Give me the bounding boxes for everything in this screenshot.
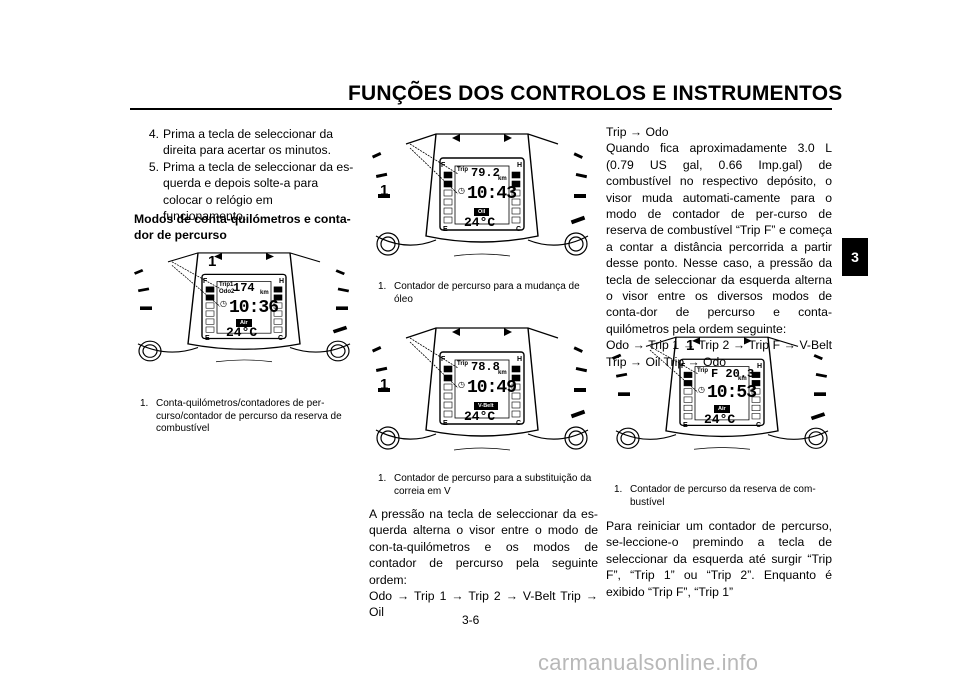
page-header-title: FUNÇÕES DOS CONTROLOS E INSTRUMENTOS <box>348 82 843 105</box>
lcd-mode-badge: Air <box>714 405 730 414</box>
fuel-empty-label: E <box>205 334 210 342</box>
temp-hot-label: H <box>517 162 523 169</box>
list-item: 5. Prima a tecla de seleccionar da es-que… <box>134 159 356 225</box>
caption-number: 1. <box>614 484 623 495</box>
caption-number: 1. <box>378 473 387 484</box>
trip-label: Trip <box>457 167 469 173</box>
lcd-clock-readout: 10:36 <box>229 297 279 318</box>
instrument-panel-drawing <box>611 336 829 450</box>
fuel-full-label: F <box>441 356 446 363</box>
dashboard-figure-oil-trip: 1 F H E C Trip 79.2 km ◷ 10:43 Oil 24°C <box>366 124 598 272</box>
fuel-full-label: F <box>681 362 686 370</box>
lcd-distance-readout: 78.8 <box>471 360 500 374</box>
paragraph: Trip → Odo <box>606 125 669 139</box>
figure-caption: 1. Conta-quilómetros/contadores de per-cu… <box>140 398 362 436</box>
caption-text: Contador de percurso da reserva de com-b… <box>630 484 816 508</box>
temp-hot-label: H <box>757 362 763 370</box>
temp-cold-label: C <box>516 420 522 427</box>
lcd-mode-badge: Air <box>236 318 252 327</box>
paragraph: Odo → Trip 1 → Trip 2 → V-Belt Trip → Oi… <box>369 589 598 620</box>
lcd-unit: km <box>498 176 507 182</box>
temp-hot-label: H <box>517 356 523 363</box>
temp-hot-label: H <box>279 277 285 285</box>
section-tab: 3 <box>842 238 868 276</box>
callout-number: 1 <box>208 252 217 270</box>
watermark: carmanualsonline.info <box>538 650 759 675</box>
figure-caption: 1. Contador de percurso para a mudança de… <box>378 281 600 306</box>
caption-number: 1. <box>140 398 149 409</box>
lcd-mode-badge: Oil <box>474 208 490 216</box>
step-number: 4. <box>148 127 159 141</box>
lcd-temperature-readout: 24°C <box>704 411 736 427</box>
callout-number: 1 <box>380 182 389 199</box>
fuel-empty-label: E <box>443 226 448 233</box>
clock-icon: ◷ <box>458 380 465 389</box>
lcd-mode-badge: V-Belt <box>474 402 498 410</box>
lcd-distance-readout: 79.2 <box>471 166 500 180</box>
paragraph: A pressão na tecla de seleccionar da es-… <box>369 507 598 587</box>
caption-text: Conta-quilómetros/contadores de per-curs… <box>156 398 342 434</box>
clock-icon: ◷ <box>220 299 227 309</box>
clock-icon: ◷ <box>698 384 705 394</box>
instrument-panel-drawing <box>371 327 589 451</box>
fuel-full-label: F <box>441 162 446 169</box>
dashboard-figure-odometer: 1 F H E C Trip1 Odo2 174 km ◷ 10:36 Air … <box>128 244 360 376</box>
lcd-clock-readout: 10:43 <box>467 184 517 204</box>
odo-label: Odo2 <box>219 288 235 295</box>
clock-icon: ◷ <box>458 186 465 195</box>
lcd-clock-readout: 10:49 <box>467 378 517 398</box>
lcd-temperature-readout: 24°C <box>226 325 258 341</box>
instrument-panel-drawing <box>133 252 351 363</box>
steps-list: 4. Prima a tecla de seleccionar da direit… <box>134 126 356 224</box>
trip-label: Trip <box>457 361 469 367</box>
callout-number: 1 <box>380 376 389 393</box>
figure-caption: 1. Contador de percurso para a substituiç… <box>378 473 600 498</box>
left-arrow-icon <box>452 328 460 336</box>
figure-caption: 1. Contador de percurso da reserva de com… <box>614 484 836 509</box>
fuel-full-label: F <box>203 277 208 285</box>
trip-label: Trip <box>697 367 709 374</box>
section-subheading: Modos de conta-quilómetros e conta-dor d… <box>134 212 351 242</box>
temp-cold-label: C <box>756 421 762 429</box>
middle-body-text: A pressão na tecla de seleccionar da es-… <box>369 506 598 621</box>
left-arrow-icon <box>452 134 460 142</box>
paragraph: Quando fica aproximadamente 3.0 L (0.79 … <box>606 141 832 336</box>
caption-text: Contador de percurso para a mudança de ó… <box>394 281 580 305</box>
right-body-text-2: Para reiniciar um contador de percurso, … <box>606 518 832 600</box>
lcd-temperature-readout: 24°C <box>464 409 496 424</box>
lcd-distance-readout: 174 <box>233 281 255 296</box>
lcd-unit: km <box>738 375 747 382</box>
list-item: 4. Prima a tecla de seleccionar da direit… <box>134 126 356 159</box>
left-arrow-icon <box>214 252 222 261</box>
caption-text: Contador de percurso para a substituição… <box>394 473 592 497</box>
lcd-clock-readout: 10:53 <box>707 383 757 404</box>
callout-number: 1 <box>686 337 695 355</box>
lcd-unit: km <box>260 290 269 297</box>
dashboard-figure-fuel-reserve-trip: 1 F H E C Trip F 20.3 km ◷ 10:53 Air 24°… <box>606 328 838 464</box>
fuel-empty-label: E <box>683 421 688 429</box>
lcd-unit: km <box>498 370 507 376</box>
temp-cold-label: C <box>516 226 522 233</box>
left-arrow-icon <box>692 337 700 345</box>
instrument-panel-drawing <box>371 133 589 257</box>
page-number: 3-6 <box>462 613 480 627</box>
step-number: 5. <box>148 159 159 174</box>
temp-cold-label: C <box>278 334 284 342</box>
right-body-text: Trip → Odo Quando fica aproximadamente 3… <box>606 124 832 370</box>
right-arrow-icon <box>744 337 752 345</box>
header-rule <box>130 108 832 110</box>
right-arrow-icon <box>266 252 274 261</box>
step-text: Prima a tecla de seleccionar da es-querd… <box>163 159 354 224</box>
dashboard-figure-vbelt-trip: 1 F H E C Trip 78.8 km ◷ 10:49 V-Belt 24… <box>366 318 598 466</box>
fuel-empty-label: E <box>443 420 448 427</box>
lcd-distance-readout: F 20.3 <box>711 366 755 381</box>
right-arrow-icon <box>504 328 512 336</box>
step-text: Prima a tecla de seleccionar da direita … <box>163 127 334 158</box>
paragraph: Para reiniciar um contador de percurso, … <box>606 519 832 599</box>
trip-label: Trip1 <box>219 282 234 289</box>
lcd-temperature-readout: 24°C <box>464 215 496 230</box>
caption-number: 1. <box>378 281 387 292</box>
right-arrow-icon <box>504 134 512 142</box>
